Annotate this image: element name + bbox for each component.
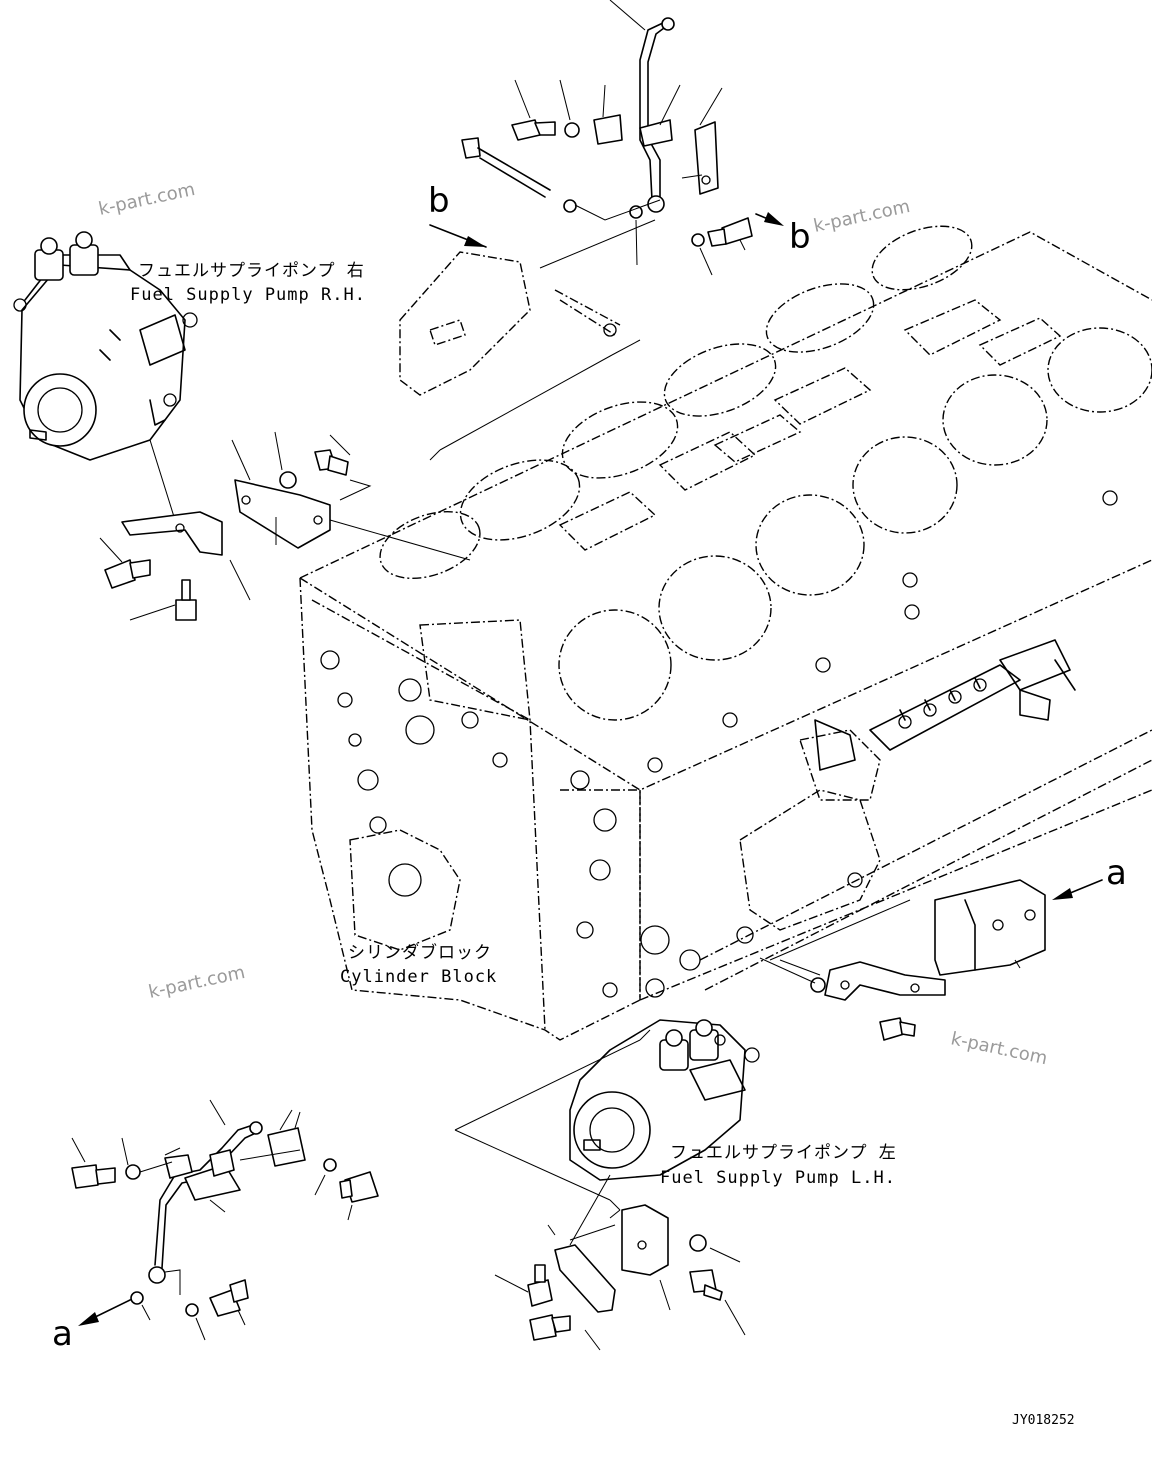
pump-rh-bracket-group	[99, 431, 471, 621]
nut-icon	[279, 471, 297, 489]
cylinder-bores	[379, 225, 1152, 721]
pump-lh-jp-label: フュエルサプライポンプ 左	[670, 1143, 897, 1163]
block-en-label: Cylinder Block	[340, 967, 497, 987]
watermark-2: k-part.com	[812, 196, 912, 237]
ref-a-left: a	[52, 1314, 73, 1354]
ref-b-right: b	[789, 217, 811, 257]
cylinder-block	[299, 225, 1152, 1041]
watermarks: k-part.com k-part.com k-part.com k-part.…	[97, 179, 1050, 1069]
pump-lh-label: フュエルサプライポンプ 左 Fuel Supply Pump L.H.	[660, 1143, 897, 1188]
pump-lh-bracket-group	[494, 1174, 746, 1351]
watermark-1: k-part.com	[97, 179, 197, 220]
arrow-a-left: a	[52, 1299, 131, 1354]
block-front-holes	[320, 490, 1118, 998]
ref-a-right: a	[1106, 853, 1127, 893]
block-jp-label: シリンダブロック	[348, 942, 492, 963]
pump-rh-jp-label: フュエルサプライポンプ 右	[138, 261, 365, 281]
pump-lh-en-label: Fuel Supply Pump L.H.	[660, 1168, 896, 1188]
bottom-pipe-assembly	[71, 1099, 379, 1341]
fuel-supply-pump-rh	[13, 231, 198, 461]
side-mount-bracket	[759, 879, 1046, 1041]
arrow-b-left: b	[428, 181, 487, 248]
pump-rh-en-label: Fuel Supply Pump R.H.	[130, 285, 366, 305]
arrow-b-right: b	[755, 212, 811, 257]
watermark-4: k-part.com	[949, 1028, 1049, 1069]
drawing-code: JY018252	[1012, 1413, 1075, 1428]
common-rail	[814, 639, 1076, 771]
watermark-3: k-part.com	[147, 962, 247, 1003]
cylinder-block-label: シリンダブロック Cylinder Block	[340, 942, 497, 987]
leader-lines	[454, 899, 911, 1211]
top-pipe-assembly	[429, 0, 753, 461]
arrow-a-right: a	[1052, 853, 1127, 900]
pump-rh-label: フュエルサプライポンプ 右 Fuel Supply Pump R.H.	[130, 261, 366, 305]
fuel-supply-pump-lh	[569, 1019, 760, 1181]
top-mount-bracket	[399, 251, 621, 396]
ref-b-left: b	[428, 181, 450, 221]
